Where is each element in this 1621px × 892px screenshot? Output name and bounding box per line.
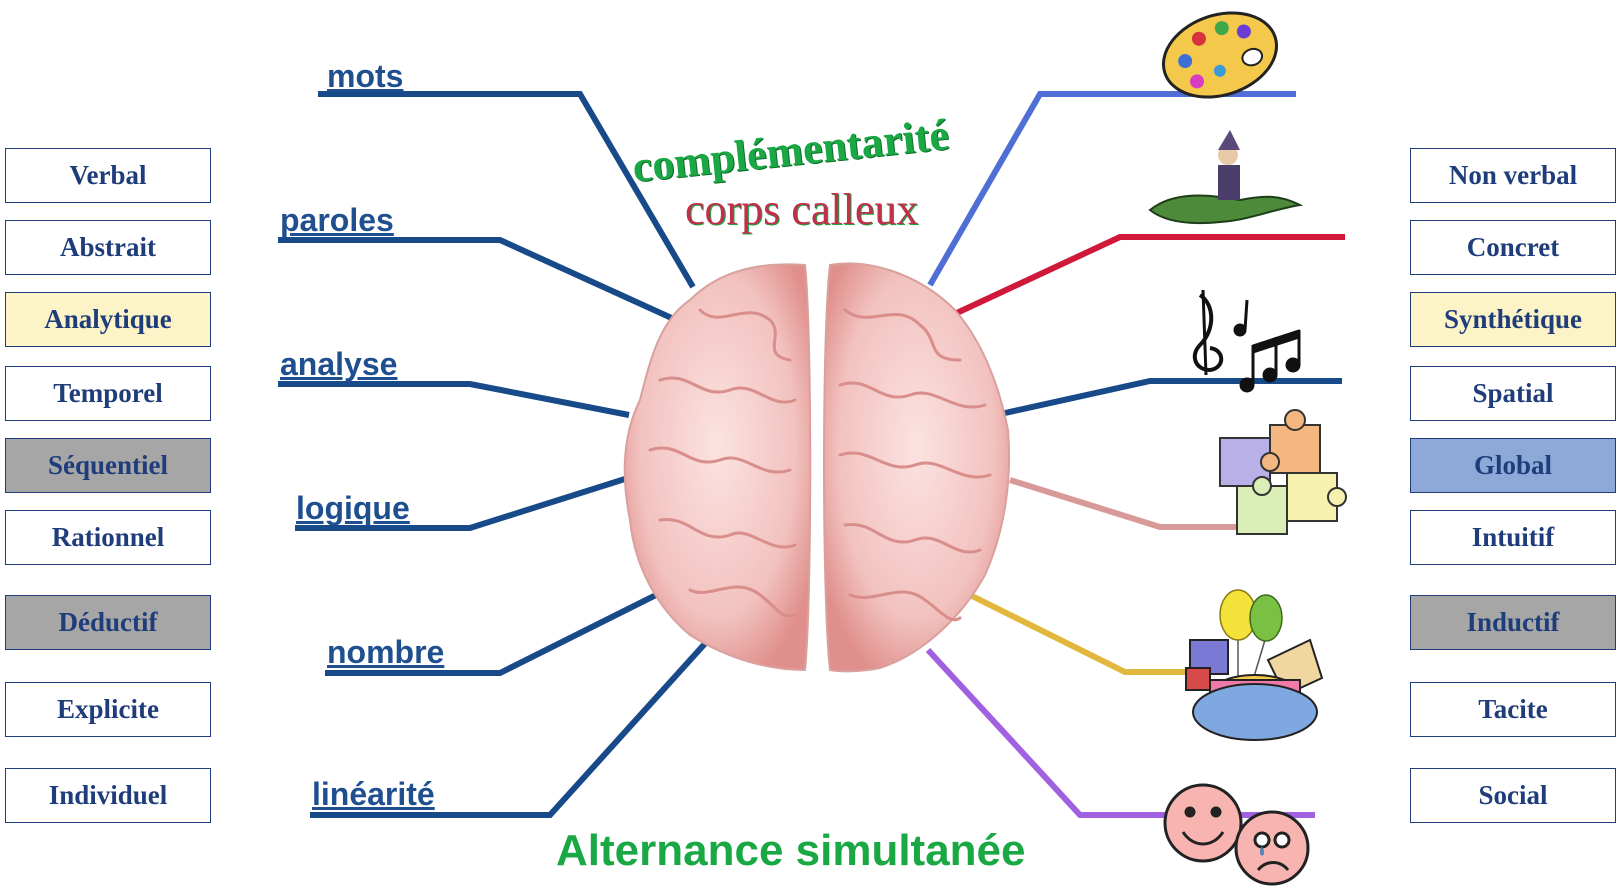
box-left-individuel: Individuel (5, 768, 211, 823)
box-left-deductif: Déductif (5, 595, 211, 650)
box-left-abstrait: Abstrait (5, 220, 211, 275)
label-mots: mots (327, 58, 404, 94)
palette-icon (1161, 11, 1279, 99)
box-right-spatial: Spatial (1410, 366, 1616, 421)
box-left-verbal: Verbal (5, 148, 211, 203)
box-right-social: Social (1410, 768, 1616, 823)
label-linearite: linéarité (312, 776, 435, 812)
line-analyse (278, 381, 630, 418)
music-notes-icon (1192, 289, 1301, 393)
left-connector-lines (278, 91, 713, 818)
birthday-party-icon (1185, 589, 1324, 741)
line-music (1004, 378, 1342, 416)
happy-sad-faces-icon (1163, 783, 1310, 886)
puzzle-icon (1219, 409, 1347, 535)
title-alternance-simultanee: Alternance simultanée (556, 826, 1026, 875)
label-nombre: nombre (327, 634, 445, 670)
wizard-dragon-icon (1148, 130, 1304, 225)
title-corps-calleux: corps calleux (685, 185, 919, 234)
brain-left-hemisphere (623, 263, 812, 672)
line-party (968, 592, 1190, 675)
label-logique: logique (296, 490, 410, 526)
line-mots (318, 91, 696, 289)
line-nombre (325, 589, 664, 676)
box-right-non-verbal: Non verbal (1410, 148, 1616, 203)
box-left-temporel: Temporel (5, 366, 211, 421)
label-paroles: paroles (280, 202, 394, 238)
line-palette (927, 91, 1296, 287)
box-left-explicite: Explicite (5, 682, 211, 737)
box-left-sequentiel: Séquentiel (5, 438, 211, 493)
box-right-concret: Concret (1410, 220, 1616, 275)
line-paroles (278, 237, 678, 323)
label-analyse: analyse (280, 346, 398, 382)
box-right-tacite: Tacite (1410, 682, 1616, 737)
brain-gyri (648, 308, 992, 622)
brain-right-hemisphere (823, 262, 1011, 673)
box-right-intuitif: Intuitif (1410, 510, 1616, 565)
line-puzzle (1009, 477, 1240, 530)
line-wizard (944, 234, 1345, 321)
box-right-global: Global (1410, 438, 1616, 493)
box-right-inductif: Inductif (1410, 595, 1616, 650)
brain-illustration (623, 262, 1011, 673)
line-linearite (310, 635, 713, 818)
box-right-synthetique: Synthétique (1410, 292, 1616, 347)
box-left-rationnel: Rationnel (5, 510, 211, 565)
box-left-analytique: Analytique (5, 292, 211, 347)
line-logique (295, 475, 629, 531)
